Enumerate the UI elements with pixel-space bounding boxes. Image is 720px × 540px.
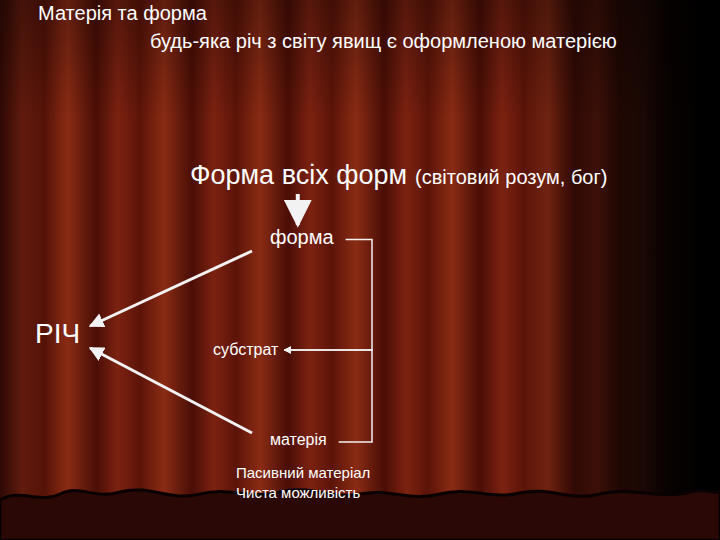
node-text: РІЧ xyxy=(35,318,80,350)
node-text: матерія xyxy=(270,431,327,449)
arrow-connector xyxy=(284,350,372,442)
node-text: Форма всіх форм xyxy=(190,160,407,191)
concept-text: РІЧ xyxy=(35,318,80,350)
concept-text: субстрат xyxy=(213,341,278,359)
arrow-connector xyxy=(90,348,252,433)
arrow-connector xyxy=(90,251,252,326)
arrow-connector xyxy=(296,194,300,225)
node-text: форма xyxy=(270,226,334,249)
note-text: Пасивний матеріал xyxy=(236,464,370,481)
arrow-connector xyxy=(284,240,372,351)
note-text: Чиста можливість xyxy=(236,484,360,501)
concept-text: матерія xyxy=(270,431,327,449)
concept-text: форма xyxy=(270,226,334,249)
node-text: (світовий розум, бог) xyxy=(415,166,607,189)
concept-text: Форма всіх форм (світовий розум, бог) xyxy=(190,160,607,191)
definition-text: будь-яка річ з світу явищ є оформленою м… xyxy=(150,30,617,53)
slide-title: Матерія та форма xyxy=(38,2,207,25)
node-text: субстрат xyxy=(213,341,278,359)
